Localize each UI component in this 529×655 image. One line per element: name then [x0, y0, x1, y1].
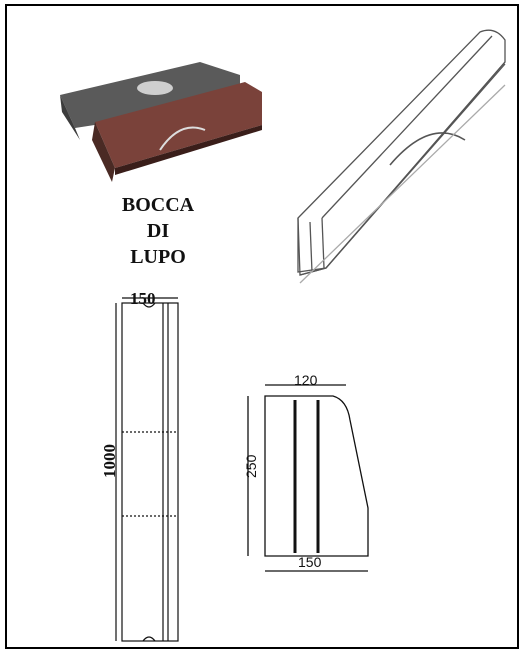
dim-front-length: 1000 [100, 444, 119, 478]
title-line-2: DI [146, 220, 170, 242]
photo-red-block [95, 82, 262, 168]
drawing-frame [5, 4, 519, 649]
dim-front-width: 150 [130, 289, 156, 308]
title-line-3: LUPO [130, 246, 186, 268]
product-title: BOCCA DI LUPO [98, 192, 218, 270]
dim-section-top-width: 120 [294, 372, 318, 388]
dim-section-base-width: 150 [298, 554, 322, 570]
dim-section-height: 250 [243, 454, 259, 478]
title-line-1: BOCCA [121, 194, 195, 216]
photo-grey-block [60, 62, 240, 128]
